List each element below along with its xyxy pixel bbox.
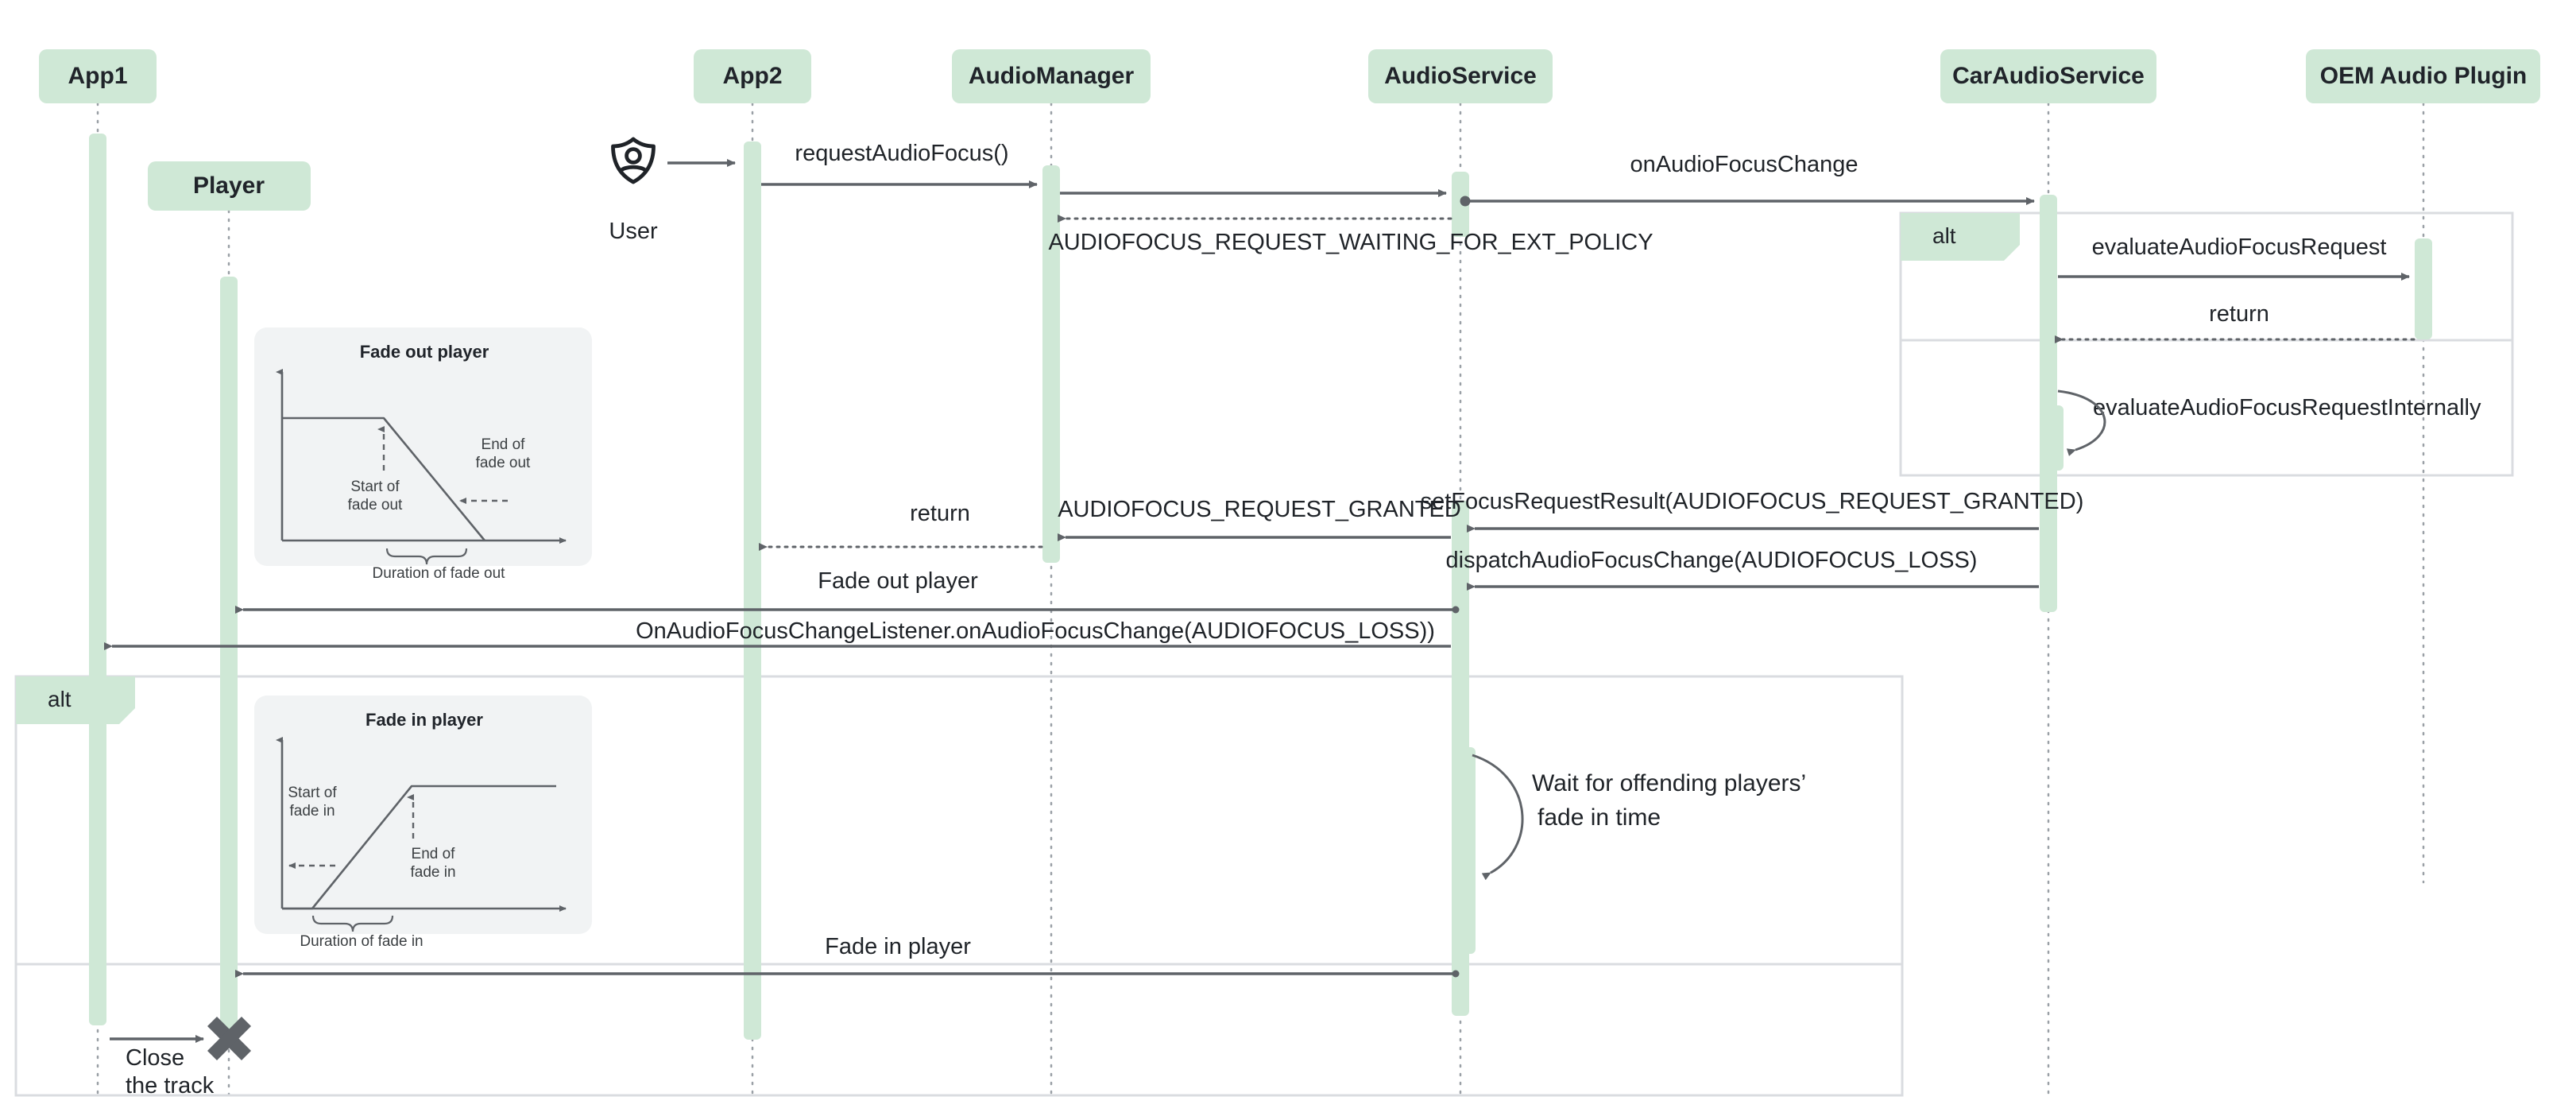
message-dispatchAudioFocusChange: dispatchAudioFocusChange(AUDIOFOCUS_LOSS… xyxy=(1446,548,2039,591)
activation-caraudioservice xyxy=(2040,195,2057,612)
fragment-alt-oem: alt xyxy=(1899,211,2514,477)
message-label-onAudioFocusChangeListener: OnAudioFocusChangeListener.onAudioFocusC… xyxy=(636,618,1435,644)
activation-app1 xyxy=(89,134,106,1025)
message-close-the-track: Close the track xyxy=(110,1016,252,1099)
message-label-evaluateAudioFocusRequestInternally: evaluateAudioFocusRequestInternally xyxy=(2093,395,2481,420)
activation-app2 xyxy=(744,141,761,1040)
participant-boxes: App1 Player App2 AudioManager AudioServi… xyxy=(39,49,2540,211)
message-return-audiomanager: return xyxy=(759,501,1043,551)
message-wait-for-fade-in-time: Wait for offending players’ fade in time xyxy=(1472,754,1806,881)
message-label-fade-in-player: Fade in player xyxy=(825,934,971,959)
actor-user: User xyxy=(609,137,658,244)
participant-audiomanager[interactable]: AudioManager xyxy=(952,49,1151,103)
participant-app2[interactable]: App2 xyxy=(694,49,811,103)
inset-label-fade-out-end-line2: fade out xyxy=(476,455,531,471)
message-label-return-oem: return xyxy=(2209,301,2269,327)
message-evaluateAudioFocusRequestInternally: evaluateAudioFocusRequestInternally xyxy=(2057,389,2481,456)
message-waiting-for-ext-policy: AUDIOFOCUS_REQUEST_WAITING_FOR_EXT_POLIC… xyxy=(1048,215,1654,255)
inset-label-fade-out-duration: Duration of fade out xyxy=(373,565,506,582)
participant-audioservice[interactable]: AudioService xyxy=(1368,49,1553,103)
inset-label-fade-in-start-line2: fade in xyxy=(289,803,335,820)
inset-fade-in-player: Fade in player Start of fade in End of f… xyxy=(254,696,592,950)
fragment-alt-fade: alt xyxy=(14,675,1904,1097)
participant-oemplugin[interactable]: OEM Audio Plugin xyxy=(2306,49,2540,103)
message-setFocusRequestResult: setFocusRequestResult(AUDIOFOCUS_REQUEST… xyxy=(1421,489,2084,533)
message-fade-in-player: Fade in player xyxy=(235,934,1460,978)
message-audiofocus-request-granted: AUDIOFOCUS_REQUEST_GRANTED xyxy=(1058,497,1461,541)
participant-caraudioservice[interactable]: CarAudioService xyxy=(1940,49,2156,103)
inset-label-fade-in-start-line1: Start of xyxy=(288,785,337,801)
fragment-label-alt-oem: alt xyxy=(1932,223,1956,248)
participant-label-oemplugin: OEM Audio Plugin xyxy=(2320,63,2528,89)
activation-audioservice-top xyxy=(1452,172,1469,237)
activation-bars xyxy=(89,134,2432,1040)
message-return-oem: return xyxy=(2055,301,2415,343)
message-label-fade-out-player: Fade out player xyxy=(818,568,978,594)
message-requestAudioFocus: requestAudioFocus() xyxy=(761,141,1038,188)
participant-label-player: Player xyxy=(193,172,265,199)
inset-label-fade-in-end-line2: fade in xyxy=(410,864,455,881)
message-onAudioFocusChange: onAudioFocusChange xyxy=(1460,152,2035,207)
message-label-setFocusRequestResult: setFocusRequestResult(AUDIOFOCUS_REQUEST… xyxy=(1421,489,2084,514)
inset-label-fade-in-duration: Duration of fade in xyxy=(300,933,423,950)
participant-app1[interactable]: App1 xyxy=(39,49,157,103)
participant-player[interactable]: Player xyxy=(148,161,311,211)
destroy-x-icon xyxy=(207,1016,252,1061)
message-fade-out-player: Fade out player xyxy=(235,568,1460,614)
actor-label-user: User xyxy=(609,219,658,244)
message-label-requestAudioFocus: requestAudioFocus() xyxy=(795,141,1008,166)
inset-label-fade-out-start-line2: fade out xyxy=(348,497,403,513)
message-label-waiting-for-ext-policy: AUDIOFOCUS_REQUEST_WAITING_FOR_EXT_POLIC… xyxy=(1048,230,1653,255)
message-label-wait-for-fade-in-time-line2: fade in time xyxy=(1537,804,1661,831)
participant-label-audioservice: AudioService xyxy=(1384,63,1537,89)
message-label-audiofocus-request-granted: AUDIOFOCUS_REQUEST_GRANTED xyxy=(1058,497,1461,522)
message-evaluateAudioFocusRequest: evaluateAudioFocusRequest xyxy=(2058,234,2410,281)
message-label-onAudioFocusChange: onAudioFocusChange xyxy=(1630,152,1859,177)
inset-label-fade-out-end-line1: End of xyxy=(482,436,526,453)
activation-audiomanager xyxy=(1042,165,1060,563)
participant-label-caraudioservice: CarAudioService xyxy=(1952,63,2145,89)
participant-label-app2: App2 xyxy=(723,63,783,89)
activation-oemplugin xyxy=(2415,238,2432,339)
participant-label-app1: App1 xyxy=(68,63,128,89)
activation-audioservice-wait xyxy=(1460,747,1476,954)
participant-label-audiomanager: AudioManager xyxy=(969,63,1135,89)
shield-person-icon xyxy=(611,137,656,184)
message-label-wait-for-fade-in-time-line1: Wait for offending players’ xyxy=(1532,770,1806,796)
message-onAudioFocusChangeListener: OnAudioFocusChangeListener.onAudioFocusC… xyxy=(104,618,1451,650)
message-label-evaluateAudioFocusRequest: evaluateAudioFocusRequest xyxy=(2092,234,2387,260)
inset-label-fade-out-start-line1: Start of xyxy=(350,479,400,495)
message-label-return-audiomanager: return xyxy=(910,501,970,526)
message-label-close-the-track-line2: the track xyxy=(126,1073,215,1099)
inset-fade-out-player: Fade out player Start of fade out End of… xyxy=(254,327,592,582)
message-label-close-the-track-line1: Close xyxy=(126,1045,184,1071)
fragment-label-alt-fade: alt xyxy=(48,687,72,711)
message-label-dispatchAudioFocusChange: dispatchAudioFocusChange(AUDIOFOCUS_LOSS… xyxy=(1446,548,1978,573)
inset-title-fade-out: Fade out player xyxy=(360,342,489,362)
activation-audioservice-mid xyxy=(1452,501,1469,579)
activation-player xyxy=(220,277,238,1040)
inset-label-fade-in-end-line1: End of xyxy=(412,846,456,862)
activation-caraudioservice-self xyxy=(2048,405,2064,471)
inset-title-fade-in: Fade in player xyxy=(366,710,483,730)
